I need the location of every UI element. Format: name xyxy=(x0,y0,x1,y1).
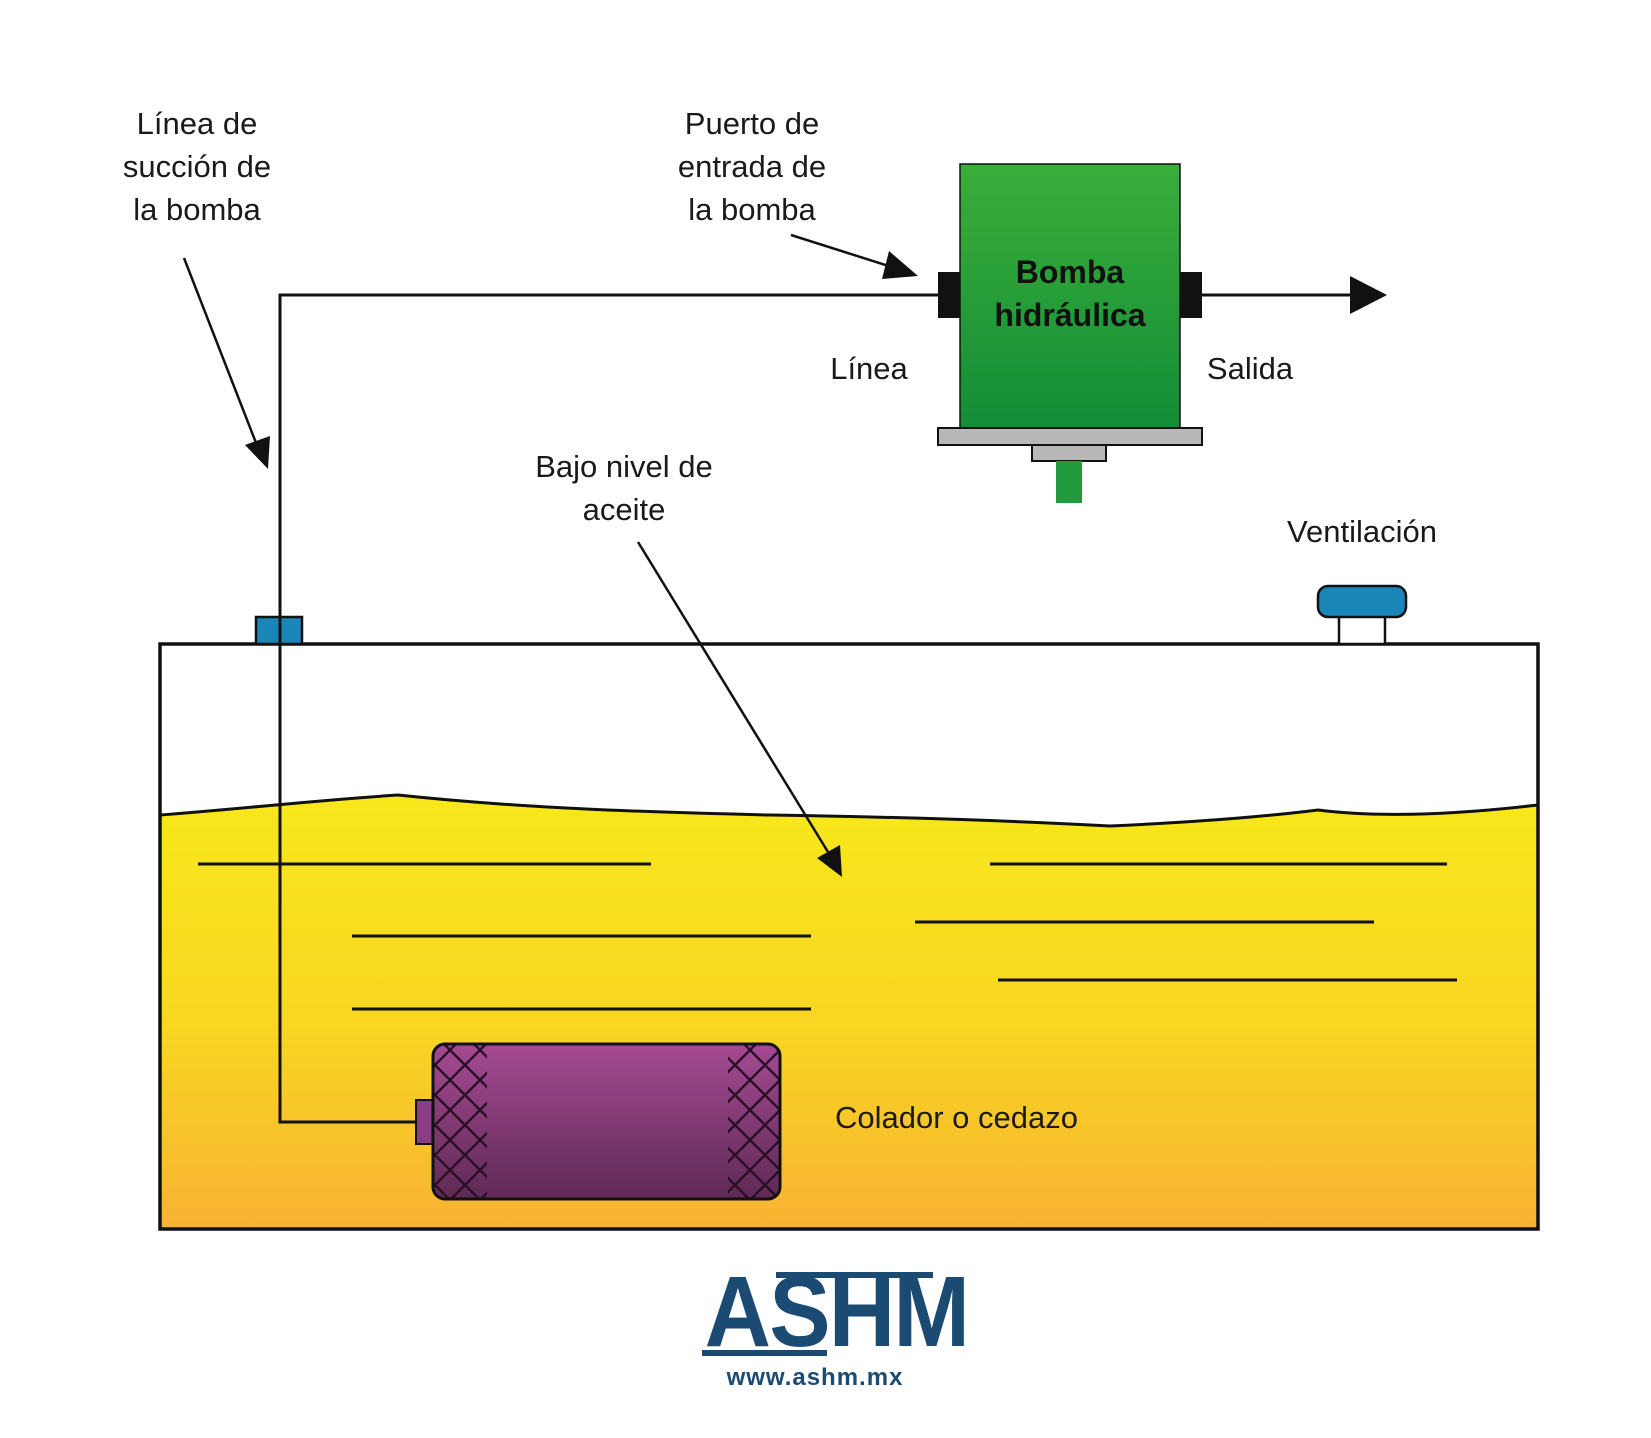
pump-shaft xyxy=(1056,461,1082,503)
ashm-logo-url: www.ashm.mx xyxy=(726,1364,904,1391)
hydraulic-pump xyxy=(937,163,1203,503)
inlet-port-pointer-head xyxy=(882,251,918,279)
reservoir-tank xyxy=(158,642,1540,1231)
pump-name-line2: hidráulica xyxy=(994,297,1146,333)
strainer-label: Colador o cedazo xyxy=(835,1100,1078,1135)
suction-line-label: Línea de succión de la bomba xyxy=(97,102,297,231)
outlet-arrowhead xyxy=(1350,276,1387,314)
oil-surface-line xyxy=(159,793,1539,828)
oil-level-pointer-head xyxy=(817,845,842,877)
low-oil-level-label-line2: aceite xyxy=(582,492,666,527)
strainer-filter xyxy=(415,1042,782,1201)
pump-name-label: Bomba hidráulica xyxy=(960,251,1180,337)
inlet-side-label: Línea xyxy=(830,351,908,386)
pump-inlet-port-label-line2: entrada de xyxy=(677,149,827,184)
suction-line-label-line3: la bomba xyxy=(133,192,261,227)
pump-outlet-port xyxy=(1180,272,1202,318)
suction-line-pointer-head xyxy=(245,436,270,469)
suction-line-pipe xyxy=(278,293,941,1124)
oil-level-pointer xyxy=(636,541,830,853)
pump-inlet-port-label-line3: la bomba xyxy=(688,192,816,227)
suction-line-label-line1: Línea de xyxy=(136,106,258,141)
oil-volume xyxy=(160,795,1538,1229)
pump-mount-flange xyxy=(1031,444,1107,462)
low-oil-level-label-line1: Bajo nivel de xyxy=(535,449,713,484)
pump-inlet-port-label-line1: Puerto de xyxy=(684,106,820,141)
pump-name-line1: Bomba xyxy=(1015,254,1125,290)
ashm-logo-wordmark: ASHM xyxy=(704,1256,970,1368)
oil-hatch-lines xyxy=(198,862,1457,1011)
pump-mount-plate xyxy=(937,427,1203,446)
vent-breather xyxy=(1316,584,1408,646)
pump-inlet-port-label: Puerto de entrada de la bomba xyxy=(652,102,852,231)
suction-line-label-line2: succión de xyxy=(122,149,272,184)
outlet-side-label: Salida xyxy=(1206,351,1294,386)
inlet-port-pointer xyxy=(790,233,896,270)
low-oil-level-label: Bajo nivel de aceite xyxy=(504,445,744,531)
vent-label: Ventilación xyxy=(1287,514,1437,549)
suction-line-pointer xyxy=(182,257,260,449)
pump-inlet-port xyxy=(938,272,960,318)
pointer-arrows xyxy=(182,233,918,877)
